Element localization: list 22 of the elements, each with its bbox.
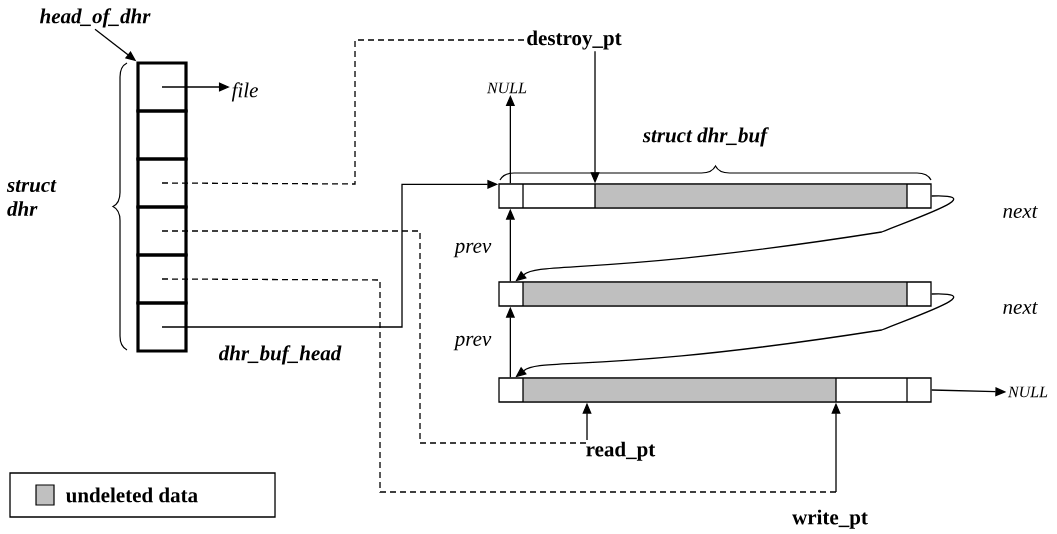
null-label: NULL: [1007, 386, 1048, 398]
null-label: NULL: [486, 82, 527, 94]
pointer-label: file: [231, 82, 258, 102]
pointer-label: read_pt: [586, 441, 656, 461]
edge-label: dhr_buf_head: [217, 344, 343, 366]
pointer-label: head_of_dhr: [40, 8, 151, 28]
pointer-label: write_pt: [792, 509, 868, 529]
edge-label: next: [1001, 301, 1039, 315]
buffer-bar: [498, 281, 932, 307]
dashed-line: [161, 39, 526, 185]
brace-label: struct dhr_buf: [642, 127, 769, 147]
dashed-line: [161, 230, 588, 444]
legend-label: undeleted data: [65, 487, 198, 503]
edge-label: next: [1001, 205, 1039, 219]
edge-label: prev: [453, 334, 493, 352]
pointer-label: destroy_pt: [527, 30, 622, 50]
dashed-line: [161, 278, 837, 493]
brace-label: struct dhr: [6, 180, 57, 216]
buffer-bar: [498, 183, 932, 209]
pointer-cell: [136, 301, 188, 353]
buffer-bar: [498, 377, 932, 403]
edge-label: prev: [453, 241, 493, 259]
